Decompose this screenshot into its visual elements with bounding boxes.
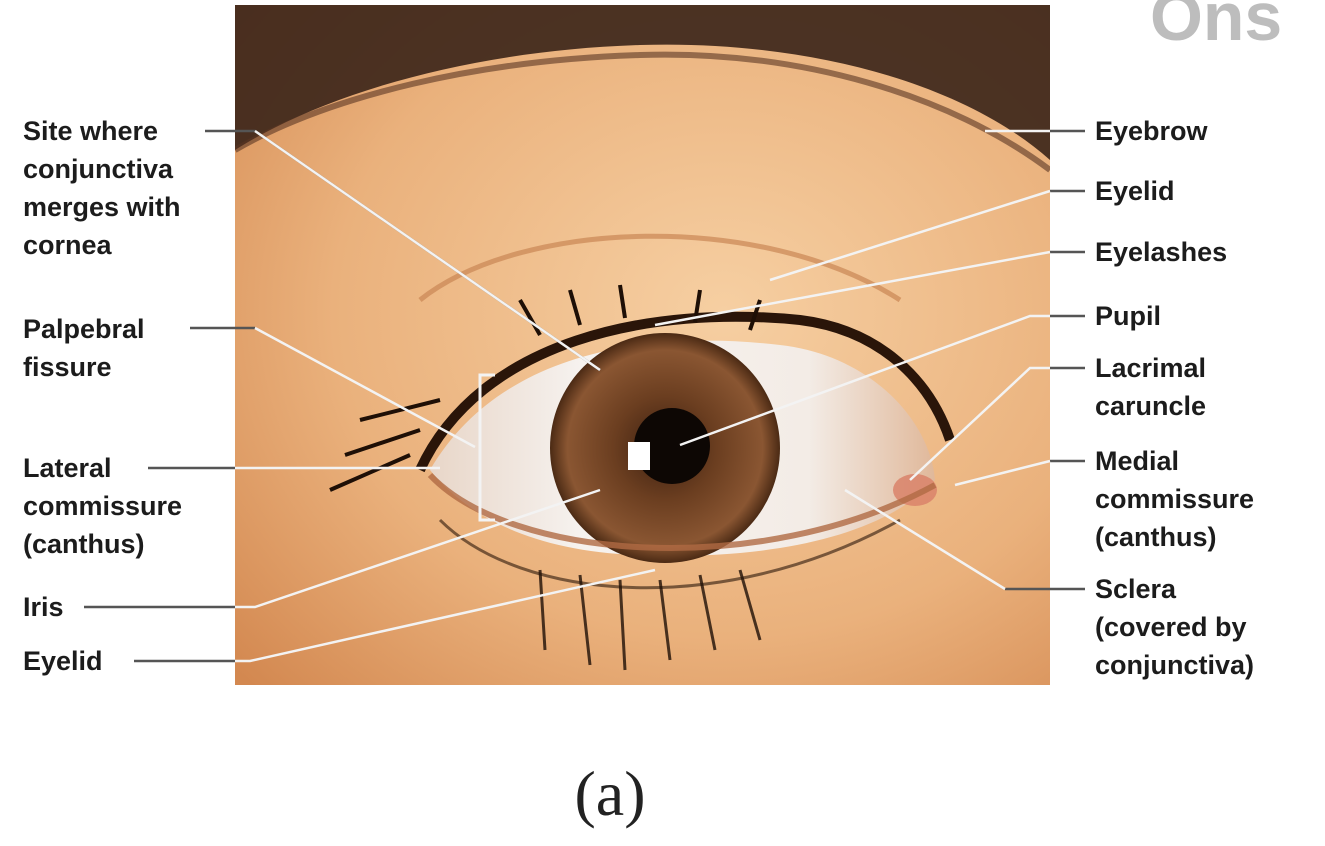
- label-medial-commissure: Medial commissure (canthus): [1095, 442, 1254, 556]
- label-eyebrow: Eyebrow: [1095, 112, 1208, 150]
- label-eyelid-lower: Eyelid: [23, 642, 103, 680]
- label-palpebral-fissure: Palpebral fissure: [23, 310, 145, 386]
- label-iris: Iris: [23, 588, 64, 626]
- label-eyelashes: Eyelashes: [1095, 233, 1227, 271]
- eye-photo: [235, 5, 1050, 685]
- figure-caption: (a): [0, 758, 1220, 830]
- label-lateral-commissure: Lateral commissure (canthus): [23, 449, 182, 563]
- label-conjunctiva-site: Site where conjunctiva merges with corne…: [23, 112, 181, 264]
- label-lacrimal-caruncle: Lacrimal caruncle: [1095, 349, 1206, 425]
- label-sclera: Sclera (covered by conjunctiva): [1095, 570, 1254, 684]
- label-eyelid-upper: Eyelid: [1095, 172, 1175, 210]
- label-pupil: Pupil: [1095, 297, 1161, 335]
